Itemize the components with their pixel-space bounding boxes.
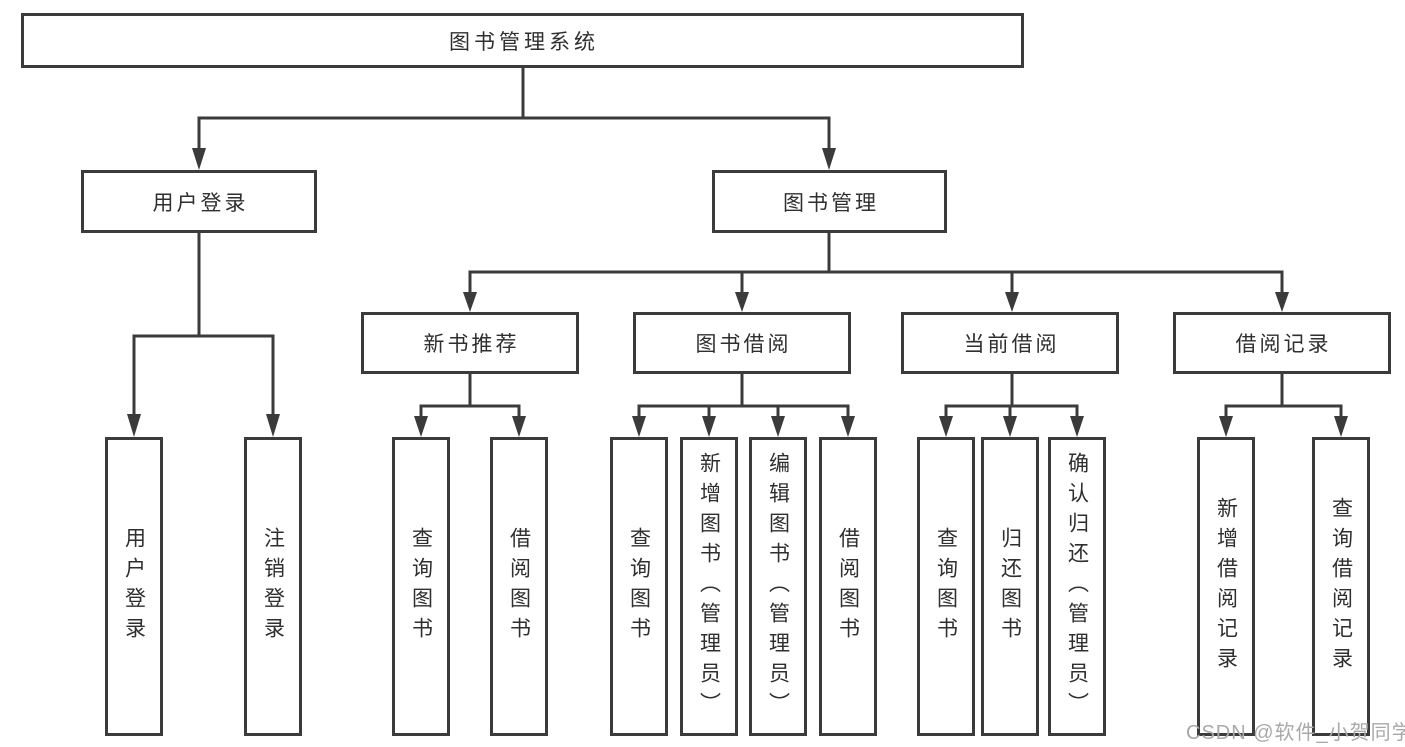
csdn-watermark: CSDN @软件_小贺同学 bbox=[1186, 722, 1405, 744]
node-library-management-system: 图书管理系统 bbox=[21, 13, 1024, 68]
node-borrowing-records: 借阅记录 bbox=[1173, 312, 1391, 374]
leaf-query-books-borrow: 查询图书 bbox=[610, 437, 668, 736]
leaf-query-books-recommend: 查询图书 bbox=[392, 437, 450, 736]
node-book-management: 图书管理 bbox=[712, 170, 947, 233]
leaf-add-borrow-record: 新增借阅记录 bbox=[1197, 437, 1255, 736]
leaf-query-borrow-record: 查询借阅记录 bbox=[1312, 437, 1370, 736]
node-current-borrowing: 当前借阅 bbox=[901, 312, 1119, 374]
leaf-confirm-return-admin: 确认归还（管理员） bbox=[1048, 437, 1106, 736]
leaf-borrow-books-recommend: 借阅图书 bbox=[490, 437, 548, 736]
leaf-return-books: 归还图书 bbox=[981, 437, 1039, 736]
leaf-query-books-current: 查询图书 bbox=[917, 437, 975, 736]
leaf-borrow-books: 借阅图书 bbox=[819, 437, 877, 736]
leaf-edit-books-admin: 编辑图书（管理员） bbox=[749, 437, 807, 736]
leaf-logout: 注销登录 bbox=[244, 437, 302, 736]
leaf-add-books-admin: 新增图书（管理员） bbox=[680, 437, 738, 736]
leaf-user-login: 用户登录 bbox=[105, 437, 163, 736]
node-user-login: 用户登录 bbox=[81, 170, 317, 233]
node-book-borrowing: 图书借阅 bbox=[633, 312, 851, 374]
node-new-book-recommendation: 新书推荐 bbox=[361, 312, 579, 374]
